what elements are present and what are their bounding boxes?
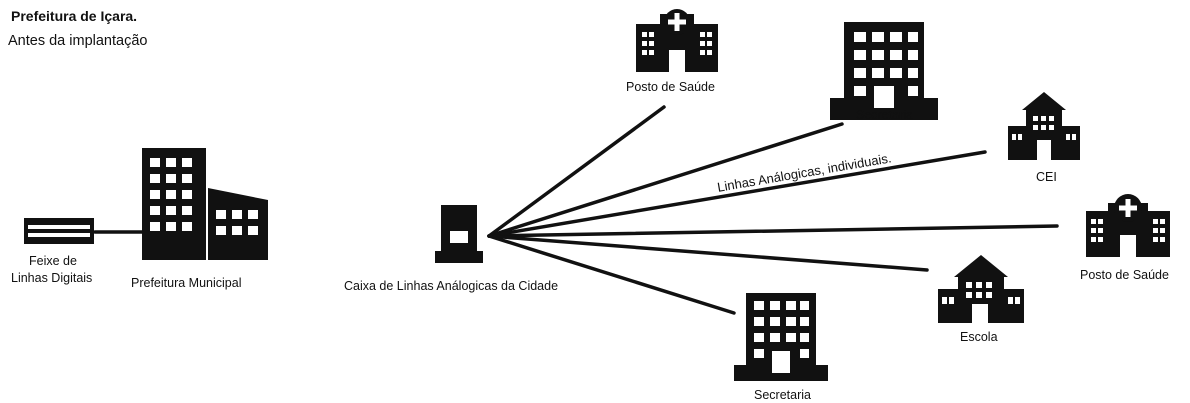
- school-building-icon: [1008, 92, 1080, 160]
- feixe-label-line2: Linhas Digitais: [11, 271, 93, 285]
- office-building-icon: [734, 293, 828, 381]
- escola-label: Escola: [960, 330, 998, 344]
- diagram-subtitle: Antes da implantação: [8, 33, 148, 49]
- line-to-cei: [487, 150, 987, 238]
- diagram-title: Prefeitura de Içara.: [11, 8, 138, 24]
- junction-box-icon: [435, 205, 483, 263]
- posto-saude-right-label: Posto de Saúde: [1080, 268, 1169, 282]
- cei-label: CEI: [1036, 170, 1057, 184]
- line-to-posto-saude-top: [487, 105, 666, 238]
- line-to-escola: [487, 234, 929, 272]
- secretaria-top-label: Secretaria: [856, 108, 913, 122]
- secretaria-bottom-label: Secretaria: [754, 388, 811, 402]
- school-building-icon: [938, 255, 1024, 323]
- city-hall-building-icon: [142, 148, 268, 260]
- hospital-icon: [636, 9, 718, 72]
- feixe-label-line1: Feixe de: [29, 254, 77, 268]
- line-to-posto-saude-right: [487, 224, 1059, 238]
- prefeitura-label: Prefeitura Municipal: [131, 276, 242, 290]
- cable-bundle-icon: [24, 218, 94, 244]
- line-to-secretaria-top: [487, 122, 844, 238]
- feixe-label: Feixe de: [28, 254, 78, 269]
- posto-saude-top-label: Posto de Saúde: [626, 80, 715, 94]
- hospital-icon: [1086, 194, 1170, 257]
- office-building-icon: [830, 22, 938, 120]
- line-to-secretaria-bottom: [487, 234, 736, 315]
- caixa-label: Caixa de Linhas Análogicas da Cidade: [344, 279, 559, 293]
- connection-lines: [93, 105, 1059, 315]
